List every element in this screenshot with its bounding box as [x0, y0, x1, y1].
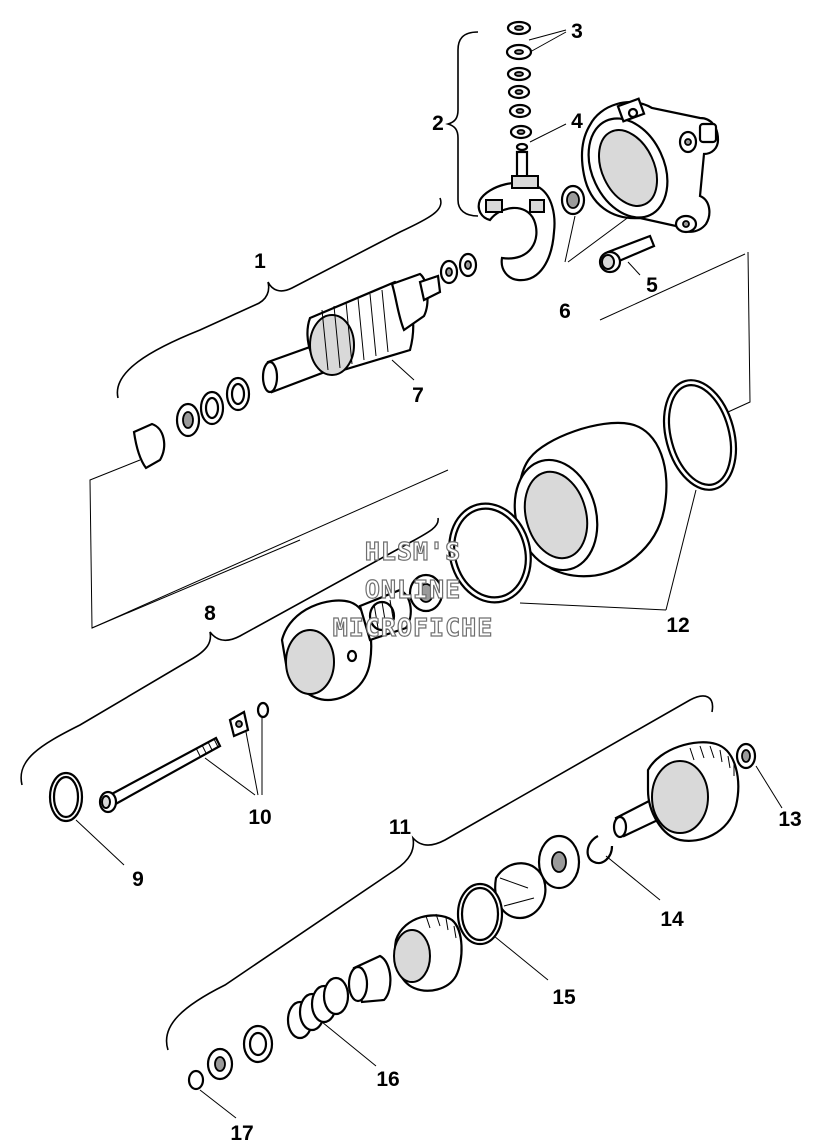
callout-6: 6: [559, 300, 571, 323]
washer-13: [735, 742, 757, 770]
callout-4: 4: [571, 110, 583, 133]
lock-plate: [132, 422, 166, 470]
washers-10: [228, 701, 270, 738]
callout-17: 17: [230, 1122, 253, 1145]
collar: [242, 1024, 274, 1064]
end-cover-6: [580, 97, 720, 234]
o-ring-12-top: [663, 379, 737, 491]
armature-washers: [439, 252, 478, 285]
o-ring-9: [48, 771, 84, 823]
watermark-line-2: ONLINE: [365, 575, 461, 604]
callout-15: 15: [552, 986, 576, 1009]
callout-7: 7: [412, 384, 424, 407]
callout-5: 5: [646, 274, 658, 297]
drive-end-housing-8: [280, 573, 444, 702]
callout-14: 14: [660, 908, 684, 931]
brush-plate-2: [477, 150, 556, 282]
armature-7: [261, 272, 442, 394]
washers-17: [187, 1047, 234, 1091]
callout-9: 9: [132, 868, 144, 891]
bushing-6: [560, 184, 586, 216]
callout-12: 12: [666, 614, 689, 637]
nuts-washers-3: [505, 20, 533, 152]
rollers: [494, 862, 547, 920]
callout-1: 1: [254, 250, 266, 273]
through-bolt-10: [98, 736, 222, 814]
callout-3: 3: [571, 20, 583, 43]
ring-15: [456, 882, 504, 946]
bolt-5: [598, 234, 656, 274]
field-housing: [513, 421, 668, 578]
sleeve: [347, 954, 392, 1004]
washer-large: [537, 834, 581, 890]
clip-14: [586, 835, 614, 865]
callout-8: 8: [204, 602, 216, 625]
bracket-1: [116, 197, 442, 399]
callout-2: 2: [432, 112, 444, 135]
spring-16: [286, 976, 350, 1040]
bracket-11: [165, 695, 714, 1051]
callout-11: 11: [389, 816, 412, 839]
callout-10: 10: [248, 806, 271, 829]
callout-13: 13: [778, 808, 801, 831]
watermark-line-1: HLSM'S: [365, 537, 461, 566]
pinion-shaft-13: [612, 741, 740, 842]
bracket-8: [20, 517, 439, 786]
clutch-gear: [393, 913, 463, 992]
bracket-2: [445, 31, 479, 217]
watermark-line-3: MICROFICHE: [333, 613, 494, 642]
assembly-outline: [89, 459, 449, 629]
thrust-washers: [175, 376, 251, 438]
o-ring-12-bottom: [448, 502, 532, 604]
callout-16: 16: [376, 1068, 399, 1091]
